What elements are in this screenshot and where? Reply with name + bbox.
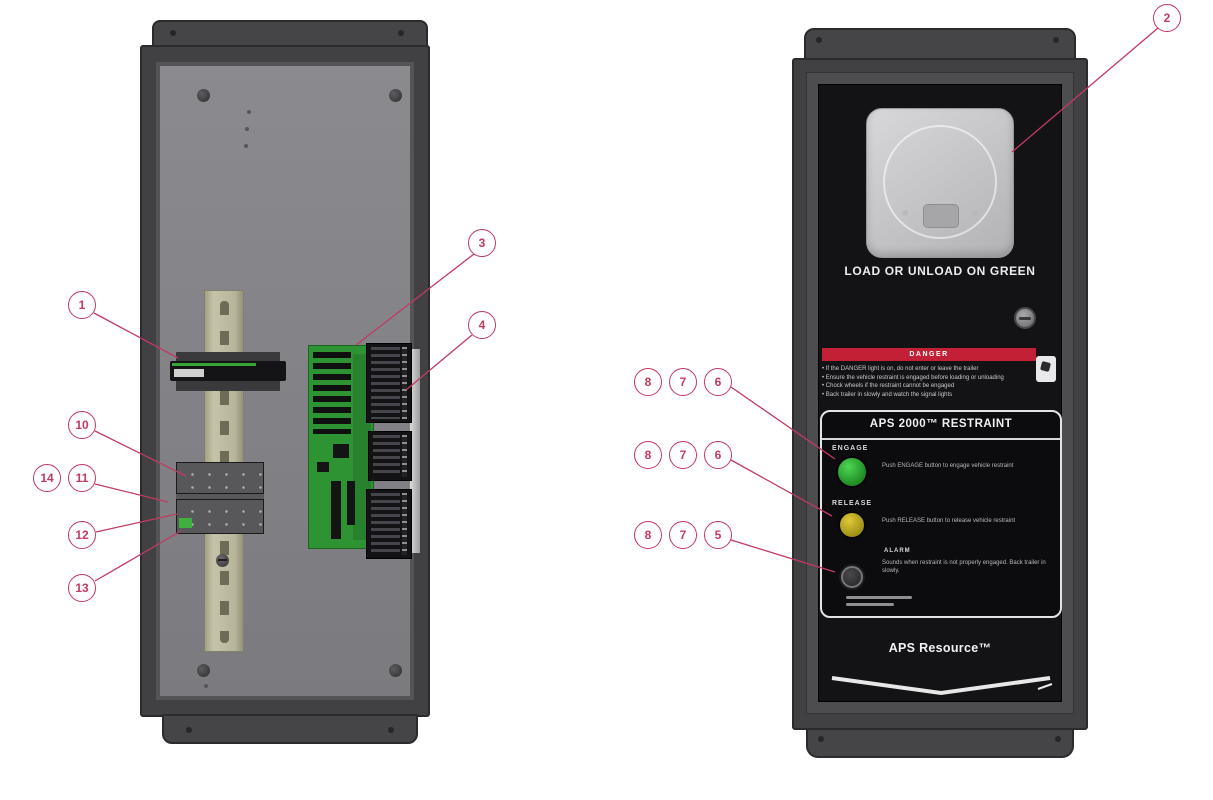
rivet-dot (247, 110, 251, 114)
terminal-green-chip (179, 518, 192, 528)
callout-2: 2 (1153, 4, 1181, 32)
mounting-hole (816, 37, 822, 43)
danger-label: DANGER (909, 351, 949, 358)
brand-text: APS Resource™ (888, 641, 992, 655)
danger-line: • Chock wheels if the restraint cannot b… (822, 383, 955, 389)
title-separator (822, 438, 1060, 440)
callout-14: 14 (33, 464, 61, 492)
corner-screw (389, 89, 402, 102)
mounting-hole (818, 736, 824, 742)
release-button (838, 511, 866, 539)
callout-1: 1 (68, 291, 96, 319)
callout-12: 12 (68, 521, 96, 549)
dome-screw-dot (902, 210, 908, 216)
forklift-warning-icon (1036, 356, 1056, 382)
dome-latch-tab (923, 204, 959, 228)
callout-6a: 6 (704, 368, 732, 396)
callout-7a: 7 (669, 368, 697, 396)
mounting-hole (1053, 37, 1059, 43)
terminal-block (176, 462, 264, 534)
pcb-capacitor (331, 481, 341, 539)
dome-lens-circle (883, 125, 997, 239)
release-label: RELEASE (832, 500, 873, 507)
bracket-body (170, 361, 286, 381)
circuit-board (308, 345, 374, 549)
bracket-top-bar (176, 352, 280, 361)
danger-fineprint: • If the DANGER light is on, do not ente… (822, 365, 1034, 399)
terminal-row-lower (176, 499, 264, 534)
callout-7c: 7 (669, 521, 697, 549)
pcb-capacitor (347, 481, 355, 525)
pcb-ic-chip (333, 444, 349, 458)
callout-5: 5 (704, 521, 732, 549)
bracket-label-patch (174, 369, 204, 377)
alarm-label: ALARM (884, 548, 911, 554)
callout-11: 11 (68, 464, 96, 492)
corner-screw (389, 664, 402, 677)
terminal-row-upper (176, 462, 264, 494)
control-panel: APS 2000™ RESTRAINT ENGAGE Push ENGAGE b… (820, 410, 1062, 618)
engage-note: Push ENGAGE button to engage vehicle res… (882, 463, 1014, 469)
indicator-text: LOAD OR UNLOAD ON GREEN (844, 264, 1036, 278)
mounting-hole (1055, 736, 1061, 742)
mounting-hole (170, 30, 176, 36)
corner-screw (197, 89, 210, 102)
left-bottom-mounting-flange (162, 714, 418, 744)
wiring-connector (366, 489, 412, 559)
alarm-note: Sounds when restraint is not properly en… (882, 560, 1046, 574)
keyswitch-knob (1014, 307, 1036, 329)
mounting-hole (398, 30, 404, 36)
rail-end-screw (216, 554, 229, 567)
fineprint-bar (846, 596, 912, 599)
callout-8c: 8 (634, 521, 662, 549)
left-top-mounting-flange (152, 20, 428, 48)
mounting-hole (388, 727, 394, 733)
danger-line: • Ensure the vehicle restraint is engage… (822, 374, 1004, 381)
engage-label: ENGAGE (832, 445, 869, 452)
alarm-button (841, 566, 863, 588)
model-title: APS 2000™ RESTRAINT (869, 418, 1013, 430)
rivet-dot (204, 684, 208, 688)
pcb-ic-chip (317, 462, 329, 472)
wiring-connector (368, 431, 412, 481)
callout-13: 13 (68, 574, 96, 602)
pcb-terminal-fingers (313, 352, 351, 434)
rivet-dot (245, 127, 249, 131)
dome-screw-dot (972, 210, 978, 216)
callout-3: 3 (468, 229, 496, 257)
corner-screw (197, 664, 210, 677)
danger-line: • If the DANGER light is on, do not ente… (822, 366, 979, 372)
danger-line: • Back trailer in slowly and watch the s… (822, 391, 953, 398)
wiring-connector (366, 343, 412, 423)
engage-button (836, 456, 868, 488)
connector-plate (410, 349, 420, 553)
mounting-bracket (170, 352, 286, 400)
callout-4: 4 (468, 311, 496, 339)
callout-8a: 8 (634, 368, 662, 396)
connector-stack (366, 343, 420, 559)
rivet-dot (244, 144, 248, 148)
callout-10: 10 (68, 411, 96, 439)
bracket-bottom-bar (176, 381, 280, 391)
callout-7b: 7 (669, 441, 697, 469)
right-bottom-mounting-flange (806, 728, 1074, 758)
callout-8b: 8 (634, 441, 662, 469)
fineprint-bar (846, 603, 894, 606)
bracket-green-stripe (172, 363, 256, 366)
release-note: Push RELEASE button to release vehicle r… (882, 518, 1016, 524)
mounting-hole (186, 727, 192, 733)
danger-band: DANGER (822, 348, 1036, 361)
right-top-mounting-flange (804, 28, 1076, 60)
callout-6b: 6 (704, 441, 732, 469)
